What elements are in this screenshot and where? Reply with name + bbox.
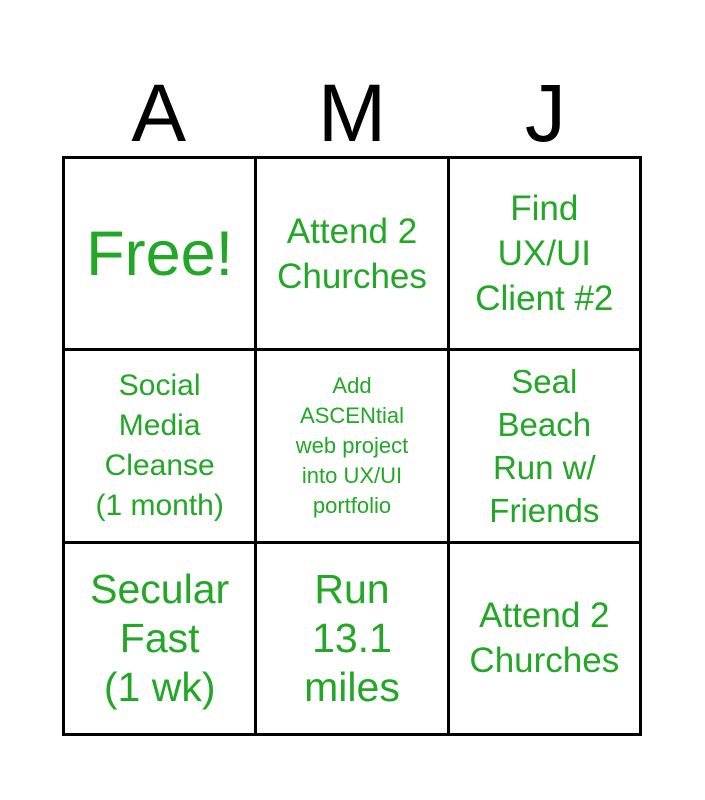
bingo-cell-r1c3[interactable]: Find UX/UI Client #2 xyxy=(449,159,642,352)
bingo-cell-r3c3[interactable]: Attend 2 Churches xyxy=(449,543,642,736)
bingo-cell-text: Free! xyxy=(86,218,234,289)
bingo-cell-r2c2[interactable]: Add ASCENtial web project into UX/UI por… xyxy=(257,351,450,544)
bingo-cell-text: Secular Fast (1 wk) xyxy=(90,565,230,710)
bingo-cell-r2c3[interactable]: Seal Beach Run w/ Friends xyxy=(449,351,642,544)
bingo-grid: Free! Attend 2 Churches Find UX/UI Clien… xyxy=(62,156,642,736)
bingo-header-letter-j: J xyxy=(524,68,566,159)
bingo-header-letter-m: M xyxy=(317,68,387,159)
bingo-cell-text: Attend 2 Churches xyxy=(277,211,427,296)
bingo-cell-r2c1[interactable]: Social Media Cleanse (1 month) xyxy=(65,351,258,544)
bingo-header-row: A M J xyxy=(62,62,642,156)
bingo-cell-r3c1[interactable]: Secular Fast (1 wk) xyxy=(65,543,258,736)
bingo-cell-text: Add ASCENtial web project into UX/UI por… xyxy=(295,372,409,518)
bingo-cell-text: Find UX/UI Client #2 xyxy=(475,189,614,319)
bingo-cell-text: Seal Beach Run w/ Friends xyxy=(489,362,600,529)
bingo-cell-text: Run 13.1 miles xyxy=(304,565,400,710)
bingo-cell-text: Attend 2 Churches xyxy=(469,596,620,681)
bingo-cell-text: Social Media Cleanse (1 month) xyxy=(95,368,224,522)
bingo-cell-r3c2[interactable]: Run 13.1 miles xyxy=(257,543,450,736)
bingo-cell-r1c1[interactable]: Free! xyxy=(65,159,258,352)
bingo-header-letter-a: A xyxy=(131,68,187,159)
bingo-cell-r1c2[interactable]: Attend 2 Churches xyxy=(257,159,450,352)
